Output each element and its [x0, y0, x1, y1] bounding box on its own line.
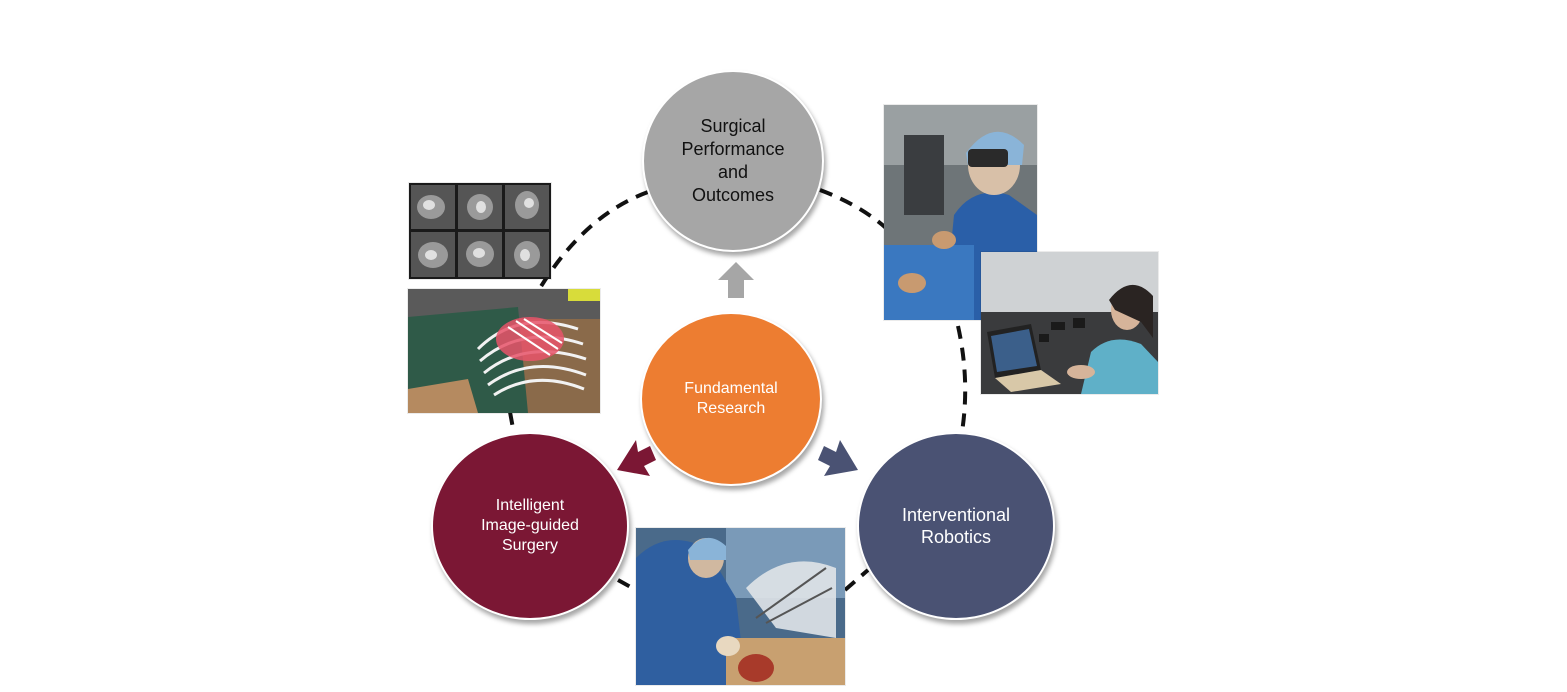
surgical-performance-label: Surgical Performance and Outcomes: [681, 115, 785, 206]
dashed-arc-top-left: [538, 190, 649, 290]
image-guided-surgery-label: Intelligent Image-guided Surgery: [481, 497, 579, 554]
arrow-to-left: [617, 440, 656, 476]
dashed-arc-top-right: [819, 188, 888, 230]
robotic-surgery-photo: [636, 528, 845, 685]
arrow-to-right: [818, 440, 858, 476]
dashed-arc-bottom-left: [617, 578, 637, 592]
fundamental-research-label: Fundamental Research: [684, 380, 778, 417]
arrow-to-top: [718, 262, 754, 298]
dashed-arc-bottom-right: [843, 568, 870, 592]
cardiac-mri-grid-photo: [409, 183, 551, 279]
fundamental-research-node: Fundamental Research: [640, 312, 822, 486]
interventional-robotics-node: Interventional Robotics: [857, 432, 1055, 620]
surgical-performance-node: Surgical Performance and Outcomes: [642, 70, 824, 252]
image-guided-surgery-node: Intelligent Image-guided Surgery: [431, 432, 629, 620]
dashed-arc-right: [956, 325, 968, 433]
interventional-robotics-label: Interventional Robotics: [901, 504, 1011, 548]
ribcage-phantom-photo: [408, 289, 600, 413]
dashed-arc-left-vertical: [508, 411, 516, 435]
laptop-researcher-photo: [981, 252, 1158, 394]
